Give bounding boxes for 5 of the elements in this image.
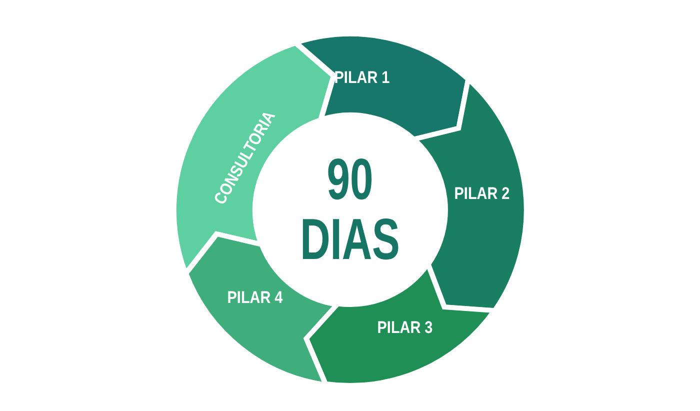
- segment-label: PILAR 4: [227, 288, 283, 308]
- segment-label: PILAR 3: [377, 318, 433, 338]
- segment-label: PILAR 1: [334, 68, 390, 88]
- segment-label: PILAR 2: [454, 184, 510, 204]
- center-title: 90 DIAS: [299, 150, 401, 270]
